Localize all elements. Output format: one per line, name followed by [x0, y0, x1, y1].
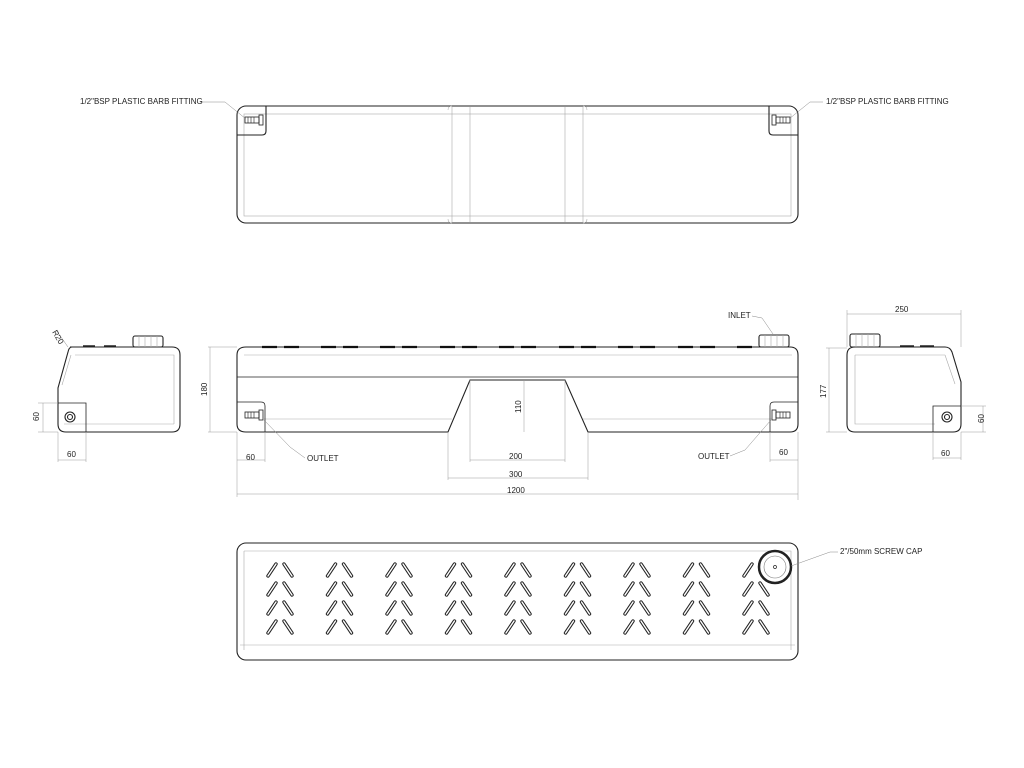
inlet-cap-icon — [758, 334, 790, 348]
barb-fitting-left-icon — [244, 114, 264, 126]
front-view: INLET OUTLET OUTLET 180 110 60 60 200 30 — [200, 311, 799, 500]
chevron-slots — [266, 562, 770, 635]
screw-cap-icon — [757, 549, 793, 585]
inlet-label: INLET — [728, 311, 751, 320]
right-end-fitting-width-dim: 60 — [941, 449, 950, 458]
left-fitting-label: 1/2"BSP PLASTIC BARB FITTING — [80, 97, 203, 106]
left-end-width-dim: 60 — [67, 450, 76, 459]
radius-label: R20 — [50, 329, 65, 347]
outlet-port-left-icon — [64, 411, 76, 423]
right-fitting-label: 1/2"BSP PLASTIC BARB FITTING — [826, 97, 949, 106]
outlet-port-right-icon — [941, 411, 953, 423]
left-end-height-dim: 60 — [32, 412, 41, 421]
bottom-view: 2"/50mm SCREW CAP — [236, 542, 922, 661]
left-end-view: R20 60 60 — [32, 329, 181, 462]
right-end-height-dim: 177 — [819, 384, 828, 398]
top-view: 1/2"BSP PLASTIC BARB FITTING 1/2"BSP PLA… — [80, 97, 949, 224]
overall-length-dim: 1200 — [507, 486, 525, 495]
recess-top-width-dim: 200 — [509, 452, 523, 461]
screw-cap-label: 2"/50mm SCREW CAP — [840, 547, 922, 556]
right-end-cap-icon — [849, 333, 881, 348]
right-end-fitting-height-dim: 60 — [977, 414, 986, 423]
front-height-dim: 180 — [200, 382, 209, 396]
barb-fitting-right-icon — [771, 114, 791, 126]
right-end-view: 250 177 60 60 — [819, 305, 986, 460]
outlet-right-label: OUTLET — [698, 452, 730, 461]
recess-height-dim: 110 — [514, 400, 523, 413]
left-fitting-offset-dim: 60 — [246, 453, 255, 462]
recess-bottom-width-dim: 300 — [509, 470, 523, 479]
outlet-fitting-right-icon — [771, 409, 791, 421]
right-end-width-dim: 250 — [895, 305, 909, 314]
outlet-fitting-left-icon — [244, 409, 264, 421]
outlet-left-label: OUTLET — [307, 454, 339, 463]
right-fitting-offset-dim: 60 — [779, 448, 788, 457]
